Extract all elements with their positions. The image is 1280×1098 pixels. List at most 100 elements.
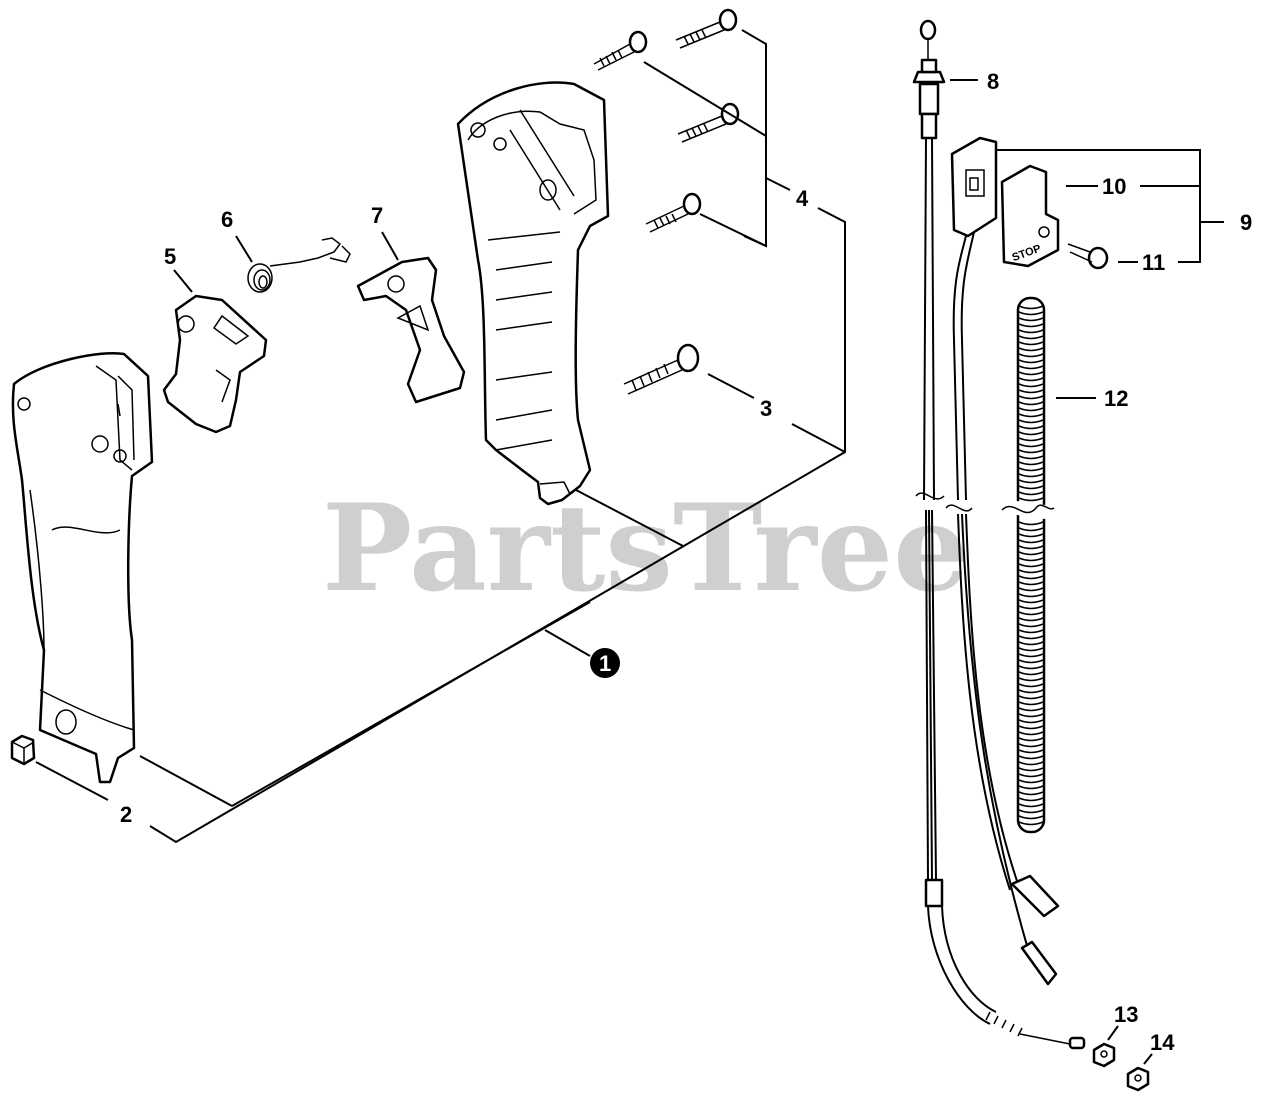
tube-rib — [1018, 365, 1044, 370]
tube-rib — [1018, 623, 1044, 628]
tube-rib — [1018, 701, 1044, 706]
tube-rib — [1018, 617, 1044, 622]
tube-rib — [1018, 557, 1044, 562]
spring-part[interactable] — [235, 235, 351, 293]
tube-rib — [1018, 809, 1044, 814]
tube-rib — [1018, 737, 1044, 742]
tube-rib — [1018, 527, 1044, 532]
tube-rib — [1018, 305, 1044, 310]
tube-rib — [1018, 569, 1044, 574]
tube-rib — [1018, 335, 1044, 340]
watermark: PartsTree — [322, 478, 969, 619]
tube-rib — [1018, 803, 1044, 808]
tube-rib — [1018, 677, 1044, 682]
tube-rib — [1018, 743, 1044, 748]
tube-rib — [1018, 347, 1044, 352]
tube-rib — [1018, 605, 1044, 610]
tube-rib — [1018, 599, 1044, 604]
callout-12: 12 — [1104, 386, 1128, 411]
tube-rib — [1018, 581, 1044, 586]
tube-rib — [1018, 761, 1044, 766]
tube-rib — [1018, 641, 1044, 646]
callout-2: 2 — [120, 802, 132, 827]
left-handle-half-part[interactable] — [11, 352, 154, 784]
tube-rib — [1018, 719, 1044, 724]
tube-rib — [1018, 647, 1044, 652]
tube-rib — [1018, 629, 1044, 634]
trigger-part[interactable] — [356, 231, 466, 404]
assembly-badge — [590, 648, 620, 678]
tube-rib — [1018, 341, 1044, 346]
tube-rib — [1018, 359, 1044, 364]
callout-8: 8 — [987, 69, 999, 94]
nut-item-14[interactable] — [1126, 1053, 1153, 1092]
stop-switch-part[interactable] — [945, 136, 1060, 986]
screw-item-3[interactable] — [623, 343, 755, 399]
tube-rib — [1018, 611, 1044, 616]
tube-rib — [1018, 749, 1044, 754]
tube-rib — [1018, 419, 1044, 424]
callout-1: 1 — [599, 651, 611, 676]
corrugated-tube-part[interactable] — [1001, 296, 1096, 834]
callout-5: 5 — [164, 244, 176, 269]
tube-rib — [1018, 689, 1044, 694]
tube-rib — [1018, 497, 1044, 502]
tube-rib — [1018, 461, 1044, 466]
tube-rib — [1018, 695, 1044, 700]
screw-4c — [677, 102, 740, 143]
callout-10: 10 — [1102, 174, 1126, 199]
tube-rib — [1018, 563, 1044, 568]
callout-7: 7 — [371, 203, 383, 228]
tube-rib — [1018, 815, 1044, 820]
tube-rib — [1018, 779, 1044, 784]
tube-rib — [1018, 371, 1044, 376]
tube-rib — [1018, 707, 1044, 712]
screw-4b — [675, 8, 738, 49]
tube-rib — [1018, 767, 1044, 772]
tube-rib — [1018, 713, 1044, 718]
tube-rib — [1018, 485, 1044, 490]
nut-part[interactable] — [10, 734, 109, 801]
tube-rib — [1018, 317, 1044, 322]
tube-rib — [1018, 437, 1044, 442]
tube-rib — [1018, 389, 1044, 394]
lockout-part[interactable] — [162, 269, 268, 434]
tube-rib — [1018, 311, 1044, 316]
tube-rib — [1018, 725, 1044, 730]
tube-rib — [1018, 377, 1044, 382]
tube-rib — [1018, 683, 1044, 688]
tube-rib — [1018, 785, 1044, 790]
tube-rib — [1018, 821, 1044, 826]
tube-rib — [1018, 407, 1044, 412]
callout-labels: 1 2 3 4 5 6 7 8 9 10 11 12 13 14 — [120, 69, 1252, 1055]
right-handle-half-part[interactable] — [456, 81, 610, 506]
tube-rib — [1018, 593, 1044, 598]
callout-4: 4 — [796, 186, 809, 211]
nut-item-13[interactable] — [1092, 1025, 1119, 1068]
tube-rib — [1018, 449, 1044, 454]
callout-11: 11 — [1142, 250, 1165, 275]
assembly-bracket — [139, 207, 846, 844]
tube-rib — [1018, 455, 1044, 460]
tube-rib — [1018, 521, 1044, 526]
bracket-item-9 — [996, 149, 1201, 263]
screw-4d — [645, 192, 702, 233]
tube-rib — [1018, 653, 1044, 658]
tube-rib — [1018, 797, 1044, 802]
tube-rib — [1018, 671, 1044, 676]
throttle-cable-part[interactable] — [912, 19, 1086, 1050]
tube-rib — [1018, 755, 1044, 760]
tube-rib — [1018, 533, 1044, 538]
screws-item-4[interactable] — [593, 8, 791, 248]
tube-rib — [1018, 665, 1044, 670]
callout-3: 3 — [760, 396, 772, 421]
tube-rib — [1018, 551, 1044, 556]
stop-plate-part[interactable]: STOP — [1000, 164, 1060, 268]
tube-rib — [1018, 323, 1044, 328]
tube-rib — [1018, 539, 1044, 544]
tube-rib — [1018, 431, 1044, 436]
tube-rib — [1018, 545, 1044, 550]
tube-rib — [1018, 473, 1044, 478]
small-screw-item-11[interactable] — [1067, 243, 1138, 270]
